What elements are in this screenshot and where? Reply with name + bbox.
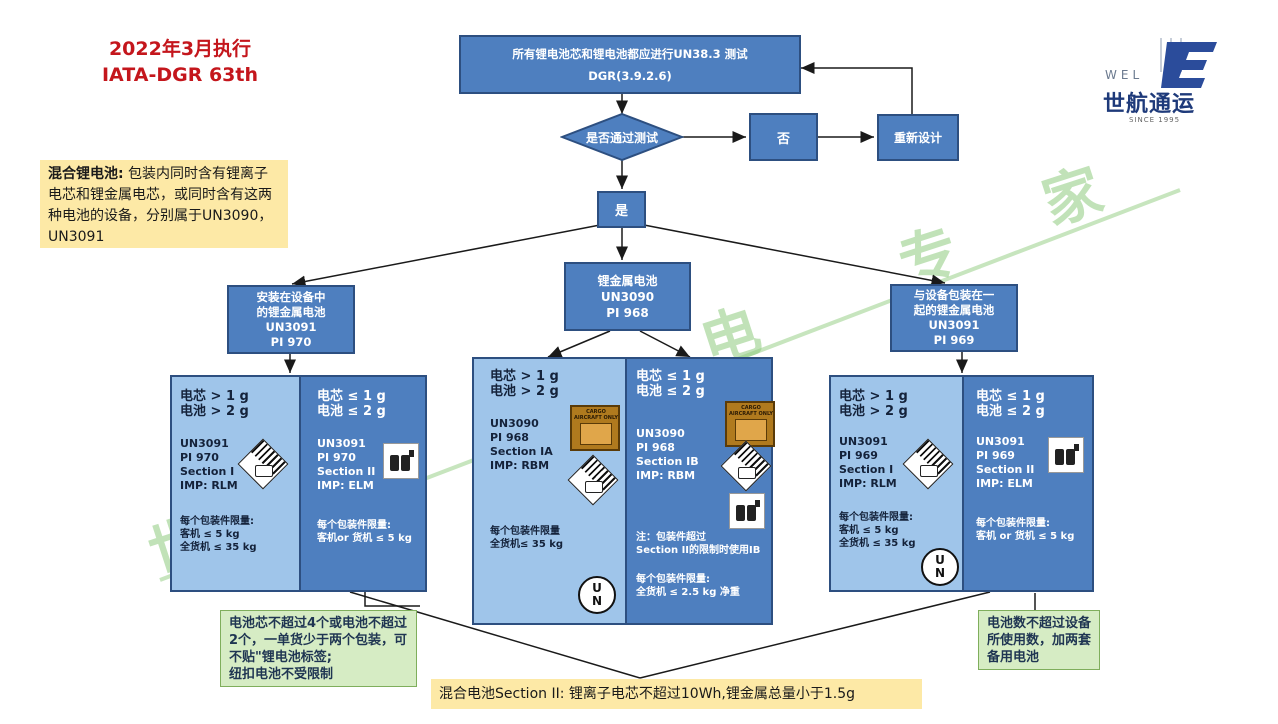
- left-b-head: 电芯 ≤ 1 g 电池 ≤ 2 g: [317, 389, 386, 419]
- right-b-head: 电芯 ≤ 1 g 电池 ≤ 2 g: [976, 389, 1045, 419]
- title-regulation: IATA-DGR 63th: [101, 64, 259, 86]
- left-a-limit: 每个包装件限量: 客机 ≤ 5 kg 全货机 ≤ 35 kg: [180, 516, 257, 553]
- battery-mark-icon: [1048, 437, 1084, 473]
- right-a-limit: 每个包装件限量: 客机 ≤ 5 kg 全货机 ≤ 35 kg: [839, 512, 916, 549]
- panel-right-section2: [962, 377, 1092, 590]
- yes-box: 是: [597, 191, 646, 228]
- top-box-line1: 所有锂电池芯和锂电池都应进行UN38.3 测试: [512, 46, 748, 61]
- center-b-info: UN3090 PI 968 Section IB IMP: RBM: [636, 427, 699, 482]
- panel-center: 电芯 > 1 g 电池 > 2 g UN3090 PI 968 Section …: [472, 357, 775, 625]
- cargo-aircraft-only-label-icon: CARGO AIRCRAFT ONLY: [570, 405, 620, 451]
- decision-diamond: [560, 113, 684, 161]
- center-b-limit: 每个包装件限量: 全货机 ≤ 2.5 kg 净重: [636, 574, 740, 598]
- logo: E WEL 世航通运 SINCE 1995: [1093, 28, 1243, 132]
- decision-label: 是否通过测试: [585, 130, 658, 145]
- center-a-limit: 每个包装件限量 全货机≤ 35 kg: [490, 526, 564, 550]
- mixed-battery-section2-note: 混合电池Section II: 锂离子电芯不超过10Wh,锂金属总量小于1.5g: [431, 679, 922, 709]
- un38-test-box: 所有锂电池芯和锂电池都应进行UN38.3 测试 DGR(3.9.2.6): [459, 35, 801, 94]
- category-left: 安装在设备中 的锂金属电池 UN3091 PI 970: [227, 285, 355, 354]
- logo-wel: WEL: [1105, 68, 1144, 82]
- mixed-note-label: 混合锂电池:: [48, 166, 124, 182]
- mixed-battery-note: 混合锂电池: 包装内同时含有锂离子电芯和锂金属电芯，或同时含有这两种电池的设备，…: [40, 160, 288, 248]
- category-right: 与设备包装在一 起的锂金属电池 UN3091 PI 969: [890, 284, 1018, 352]
- no-box: 否: [749, 113, 818, 161]
- right-b-info: UN3091 PI 969 Section II IMP: ELM: [976, 435, 1035, 490]
- page-title: 2022年3月执行 IATA-DGR 63th: [70, 36, 290, 88]
- redesign-box: 重新设计: [877, 114, 959, 161]
- top-box-line2: DGR(3.9.2.6): [588, 68, 672, 83]
- center-a-info: UN3090 PI 968 Section IA IMP: RBM: [490, 417, 553, 472]
- mixed-note-text: 包装内同时含有锂离子电芯和锂金属电芯，或同时含有这两种电池的设备，分别属于UN3…: [48, 166, 273, 245]
- left-b-info: UN3091 PI 970 Section II IMP: ELM: [317, 437, 376, 492]
- center-b-head: 电芯 ≤ 1 g 电池 ≤ 2 g: [636, 369, 705, 399]
- panel-left-section2: [299, 377, 425, 590]
- battery-mark-icon: [383, 443, 419, 479]
- class9-hazard-label-icon: [721, 441, 771, 491]
- left-a-head: 电芯 > 1 g 电池 > 2 g: [180, 389, 249, 419]
- panel-right: 电芯 > 1 g 电池 > 2 g UN3091 PI 969 Section …: [829, 375, 1094, 592]
- right-b-limit: 每个包装件限量: 客机 or 货机 ≤ 5 kg: [976, 518, 1075, 542]
- category-center: 锂金属电池 UN3090 PI 968: [564, 262, 691, 331]
- class9-hazard-label-icon: [903, 439, 953, 489]
- panel-left: 电芯 > 1 g 电池 > 2 g UN3091 PI 970 Section …: [170, 375, 427, 592]
- class9-hazard-label-icon: [238, 439, 288, 489]
- class9-hazard-label-icon: [568, 455, 618, 505]
- title-date: 2022年3月执行: [108, 38, 252, 60]
- left-a-info: UN3091 PI 970 Section I IMP: RLM: [180, 437, 238, 492]
- left-exemption-note: 电池芯不超过4个或电池不超过2个，一单货少于两个包装，可不贴"锂电池标签; 纽扣…: [220, 610, 417, 687]
- right-a-head: 电芯 > 1 g 电池 > 2 g: [839, 389, 908, 419]
- battery-mark-icon: [729, 493, 765, 529]
- left-b-limit: 每个包装件限量: 客机or 货机 ≤ 5 kg: [317, 520, 412, 544]
- logo-cn: 世航通运: [1103, 92, 1196, 117]
- right-a-info: UN3091 PI 969 Section I IMP: RLM: [839, 435, 897, 490]
- center-a-head: 电芯 > 1 g 电池 > 2 g: [490, 369, 559, 399]
- right-spare-note: 电池数不超过设备所使用数，加两套备用电池: [978, 610, 1100, 670]
- center-b-note: 注：包装件超过 Section II的限制时使用IB: [636, 532, 761, 556]
- logo-since: SINCE 1995: [1129, 116, 1181, 124]
- logo-mark: [1160, 38, 1217, 88]
